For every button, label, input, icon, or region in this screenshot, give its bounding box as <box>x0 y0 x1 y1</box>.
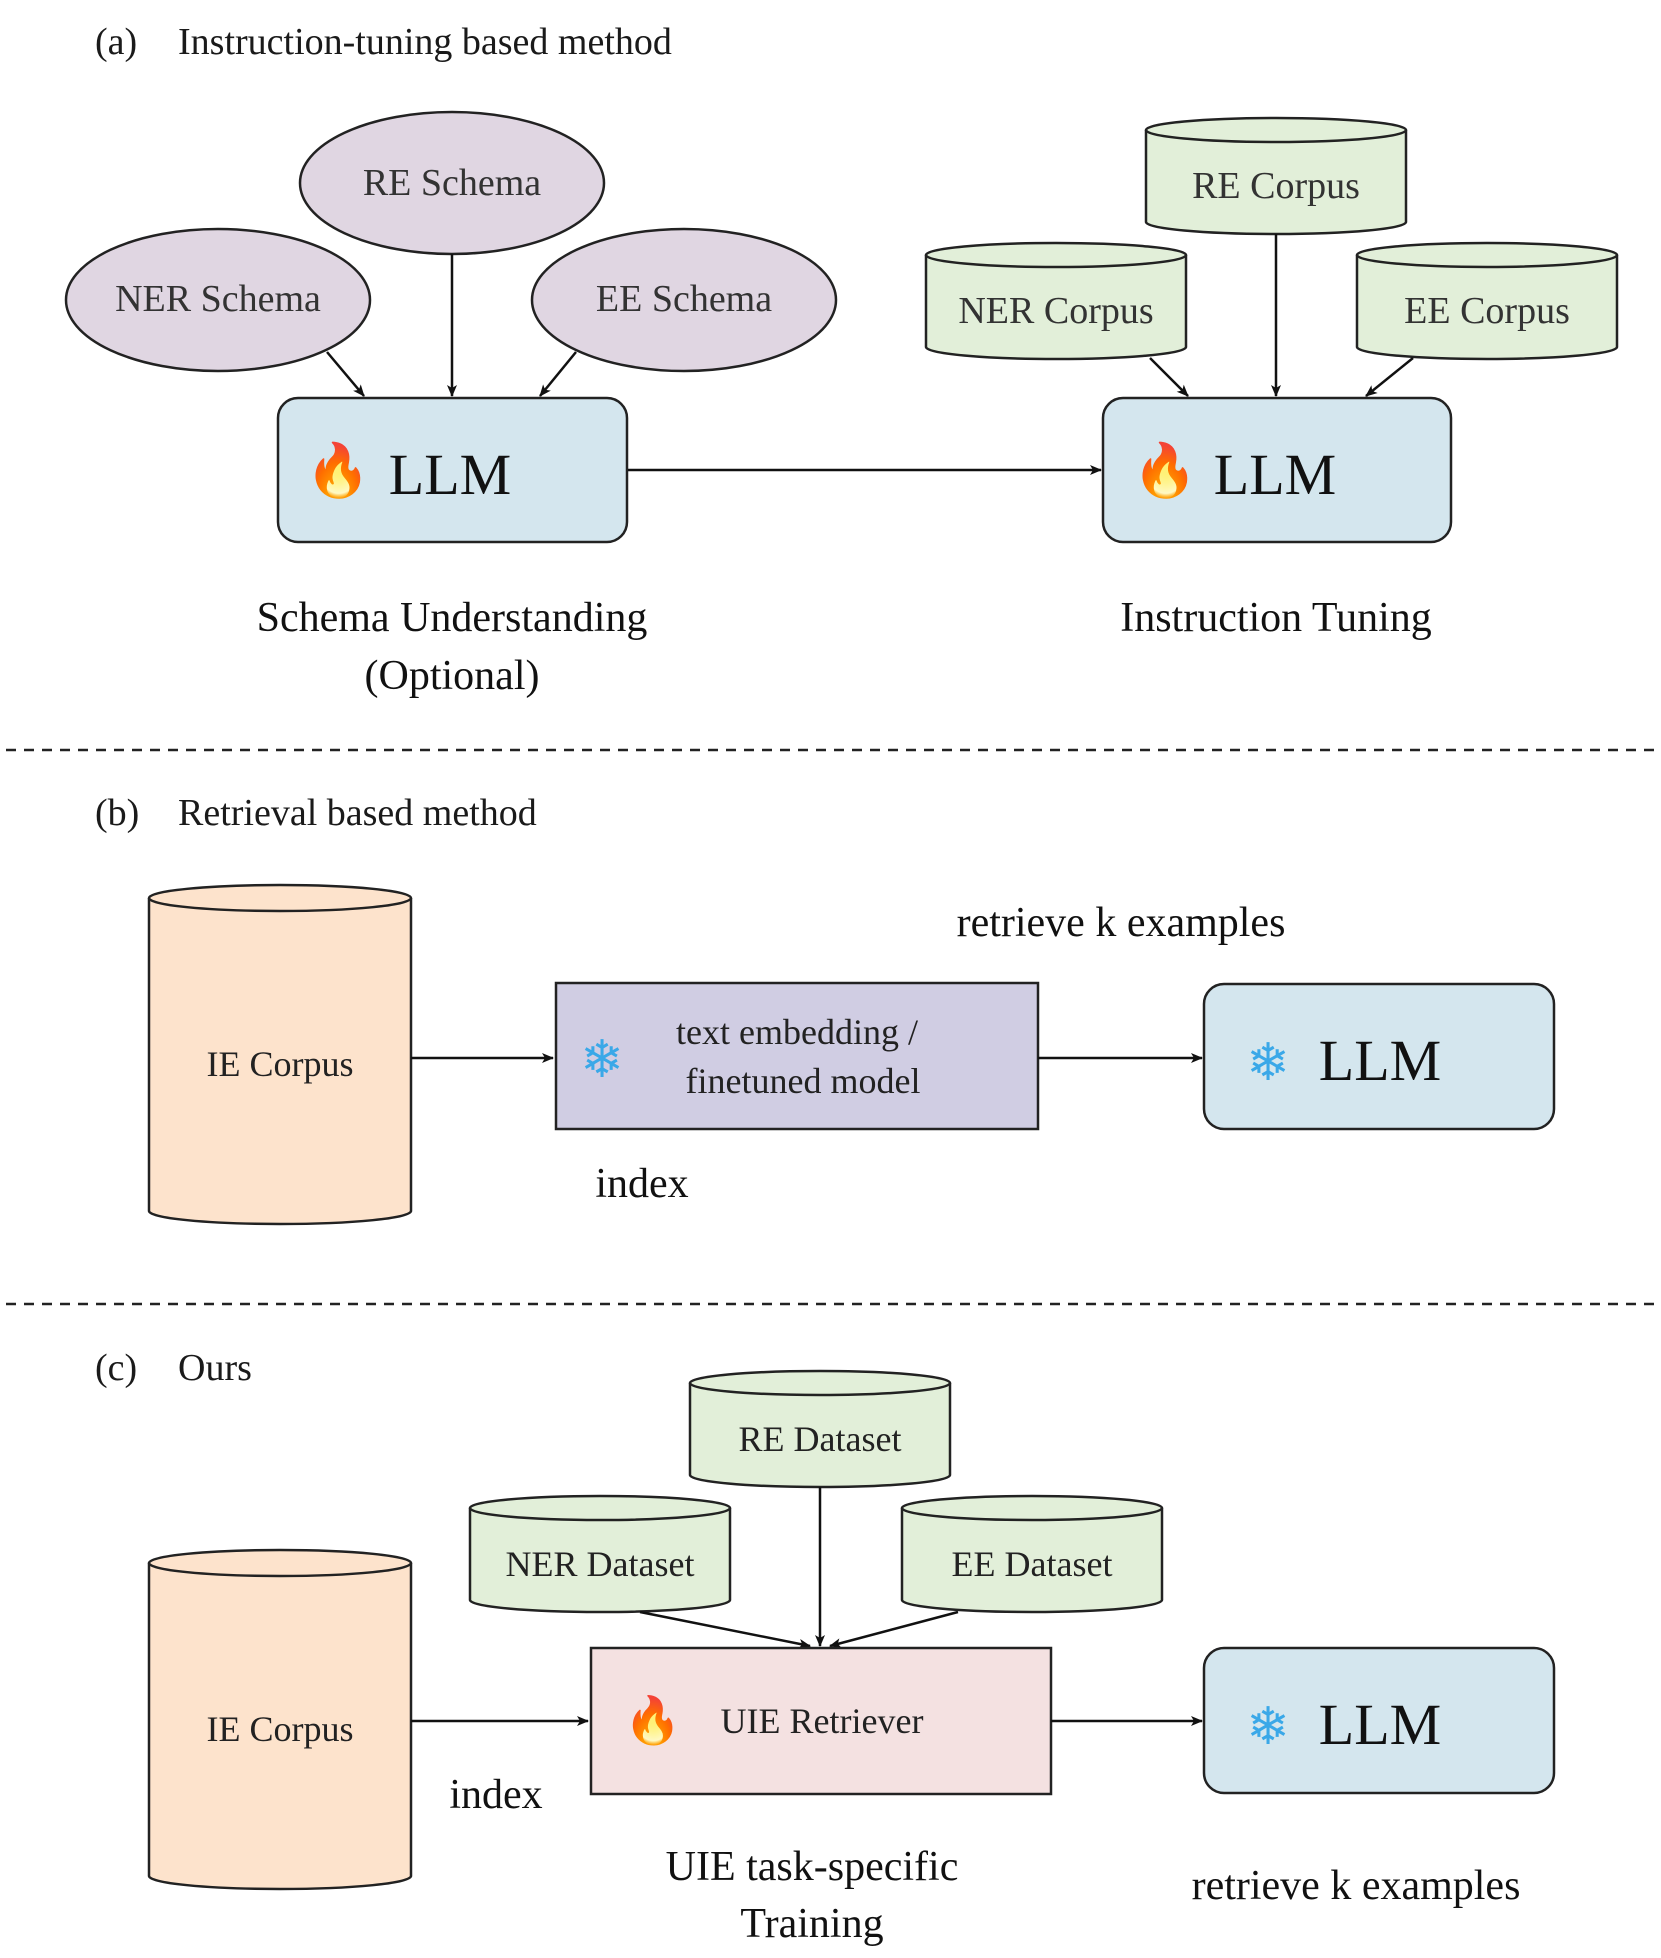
re-dataset-label: RE Dataset <box>739 1419 902 1459</box>
ie-corpus-label: IE Corpus <box>207 1709 354 1749</box>
ner-dataset-label: NER Dataset <box>506 1544 695 1584</box>
snowflake-icon: ❄ <box>1246 1035 1290 1092</box>
arrow-ee-schema-to-llm <box>539 351 577 397</box>
re-dataset-cylinder: RE Dataset <box>688 1369 952 1489</box>
ie-corpus-label: IE Corpus <box>207 1044 354 1084</box>
llm-box-b: ❄ LLM <box>1202 982 1556 1131</box>
index-label: index <box>449 1772 542 1818</box>
ee-dataset-cylinder: EE Dataset <box>900 1494 1164 1614</box>
arrow-ner-corpus-to-llm <box>1149 357 1189 397</box>
uie-retriever-label: UIE Retriever <box>721 1701 924 1741</box>
snowflake-icon: ❄ <box>1246 1699 1290 1756</box>
optional-caption: (Optional) <box>365 653 540 699</box>
ee-dataset-label: EE Dataset <box>952 1544 1113 1584</box>
section-b-letter: (b) <box>95 792 139 834</box>
ner-corpus-label: NER Corpus <box>958 290 1153 332</box>
ee-schema-label: EE Schema <box>596 278 772 320</box>
retrieve-k-examples-label: retrieve k examples <box>957 900 1286 946</box>
fire-icon: 🔥 <box>306 440 371 500</box>
llm-label: LLM <box>1214 442 1336 507</box>
embedding-model-label-2: finetuned model <box>686 1061 921 1101</box>
ie-corpus-cylinder-b: IE Corpus <box>147 883 413 1226</box>
section-a-letter: (a) <box>95 21 137 63</box>
llm-label: LLM <box>389 442 511 507</box>
uie-training-caption-2: Training <box>740 1901 883 1947</box>
ner-corpus-cylinder: NER Corpus <box>924 241 1188 361</box>
ner-schema-node: NER Schema <box>64 227 372 373</box>
retrieve-k-examples-label: retrieve k examples <box>1192 1863 1521 1909</box>
re-schema-label: RE Schema <box>363 162 541 204</box>
ee-schema-node: EE Schema <box>530 227 838 373</box>
section-a-title: Instruction-tuning based method <box>178 21 672 63</box>
schema-understanding-caption: Schema Understanding <box>257 595 648 641</box>
llm-label: LLM <box>1319 1028 1441 1093</box>
section-b-title: Retrieval based method <box>178 792 537 834</box>
arrow-ee-dataset-to-retriever <box>829 1610 959 1649</box>
index-label: index <box>595 1161 688 1207</box>
ner-schema-label: NER Schema <box>115 278 321 320</box>
embedding-model-box: ❄ text embedding / finetuned model <box>554 981 1040 1131</box>
section-c-letter: (c) <box>95 1347 137 1389</box>
ie-corpus-cylinder-c: IE Corpus <box>147 1548 413 1891</box>
fire-icon: 🔥 <box>624 1694 681 1747</box>
llm-box-a-right: 🔥 LLM <box>1101 396 1453 544</box>
instruction-tuning-caption: Instruction Tuning <box>1120 595 1432 641</box>
llm-box-c: ❄ LLM <box>1202 1646 1556 1795</box>
arrow-ner-dataset-to-retriever <box>639 1610 811 1649</box>
snowflake-icon: ❄ <box>580 1032 624 1089</box>
uie-training-caption-1: UIE task-specific <box>666 1844 959 1890</box>
ner-dataset-cylinder: NER Dataset <box>468 1494 732 1614</box>
arrow-ee-corpus-to-llm <box>1365 357 1414 397</box>
arrow-ner-schema-to-llm <box>326 351 365 397</box>
llm-label: LLM <box>1319 1692 1441 1757</box>
section-c-title: Ours <box>178 1347 252 1389</box>
embedding-model-label-1: text embedding / <box>676 1012 918 1052</box>
llm-box-a-left: 🔥 LLM <box>276 396 629 544</box>
ee-corpus-label: EE Corpus <box>1404 290 1570 332</box>
ee-corpus-cylinder: EE Corpus <box>1355 241 1619 361</box>
fire-icon: 🔥 <box>1133 440 1198 500</box>
re-corpus-cylinder: RE Corpus <box>1144 116 1408 236</box>
uie-retriever-box: 🔥 UIE Retriever <box>589 1646 1053 1796</box>
re-corpus-label: RE Corpus <box>1192 165 1360 207</box>
re-schema-node: RE Schema <box>298 110 606 256</box>
